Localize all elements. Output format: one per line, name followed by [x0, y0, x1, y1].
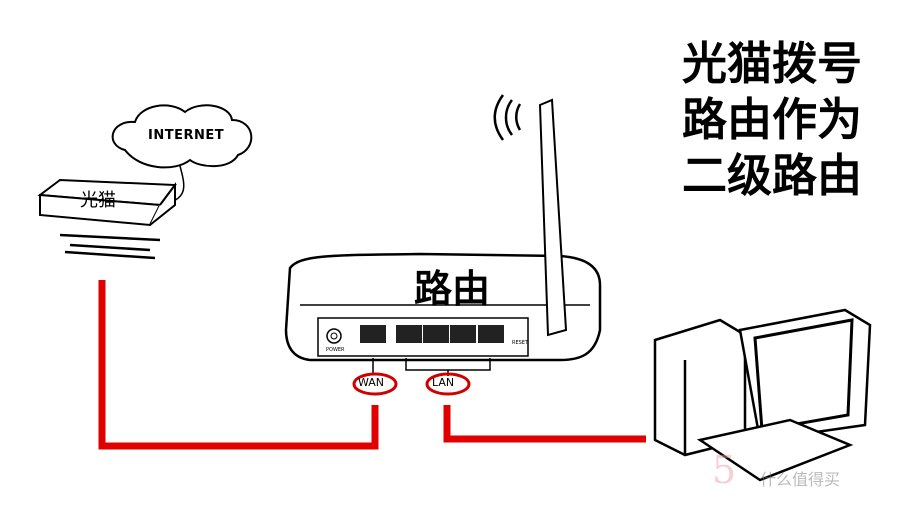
computer-icon [653, 308, 872, 482]
ethernet-cable [98, 280, 646, 450]
lan-highlight [425, 372, 471, 396]
wan-label: WAN [358, 376, 385, 389]
internet-label: INTERNET [148, 128, 225, 143]
lan-to-computer-cable [443, 405, 646, 443]
power-port-label: POWER [326, 347, 345, 353]
lan-port [396, 325, 422, 343]
lan-port [478, 325, 504, 343]
lan-label: LAN [432, 376, 455, 389]
wifi-signal-icon [493, 94, 522, 141]
title-line: 光猫拨号 [682, 37, 863, 90]
reset-label: RESET [512, 340, 529, 346]
modem-label: 光猫 [80, 190, 116, 211]
diagram-title: 光猫拨号 路由作为 二级路由 [682, 36, 892, 204]
router-icon [284, 94, 602, 376]
watermark-logo: 5 [712, 448, 737, 492]
title-line: 路由作为 [682, 93, 863, 146]
modem-to-wan-cable [98, 280, 379, 450]
lan-port [450, 325, 476, 343]
modem-icon [37, 178, 177, 260]
lan-port [423, 325, 449, 343]
watermark-text: 什么值得买 [760, 470, 841, 489]
wan-highlight [352, 372, 398, 396]
internet-cloud [111, 104, 253, 169]
router-label: 路由 [414, 267, 491, 311]
wan-port [360, 325, 386, 343]
antenna-icon [538, 98, 568, 337]
title-line: 二级路由 [682, 149, 863, 202]
